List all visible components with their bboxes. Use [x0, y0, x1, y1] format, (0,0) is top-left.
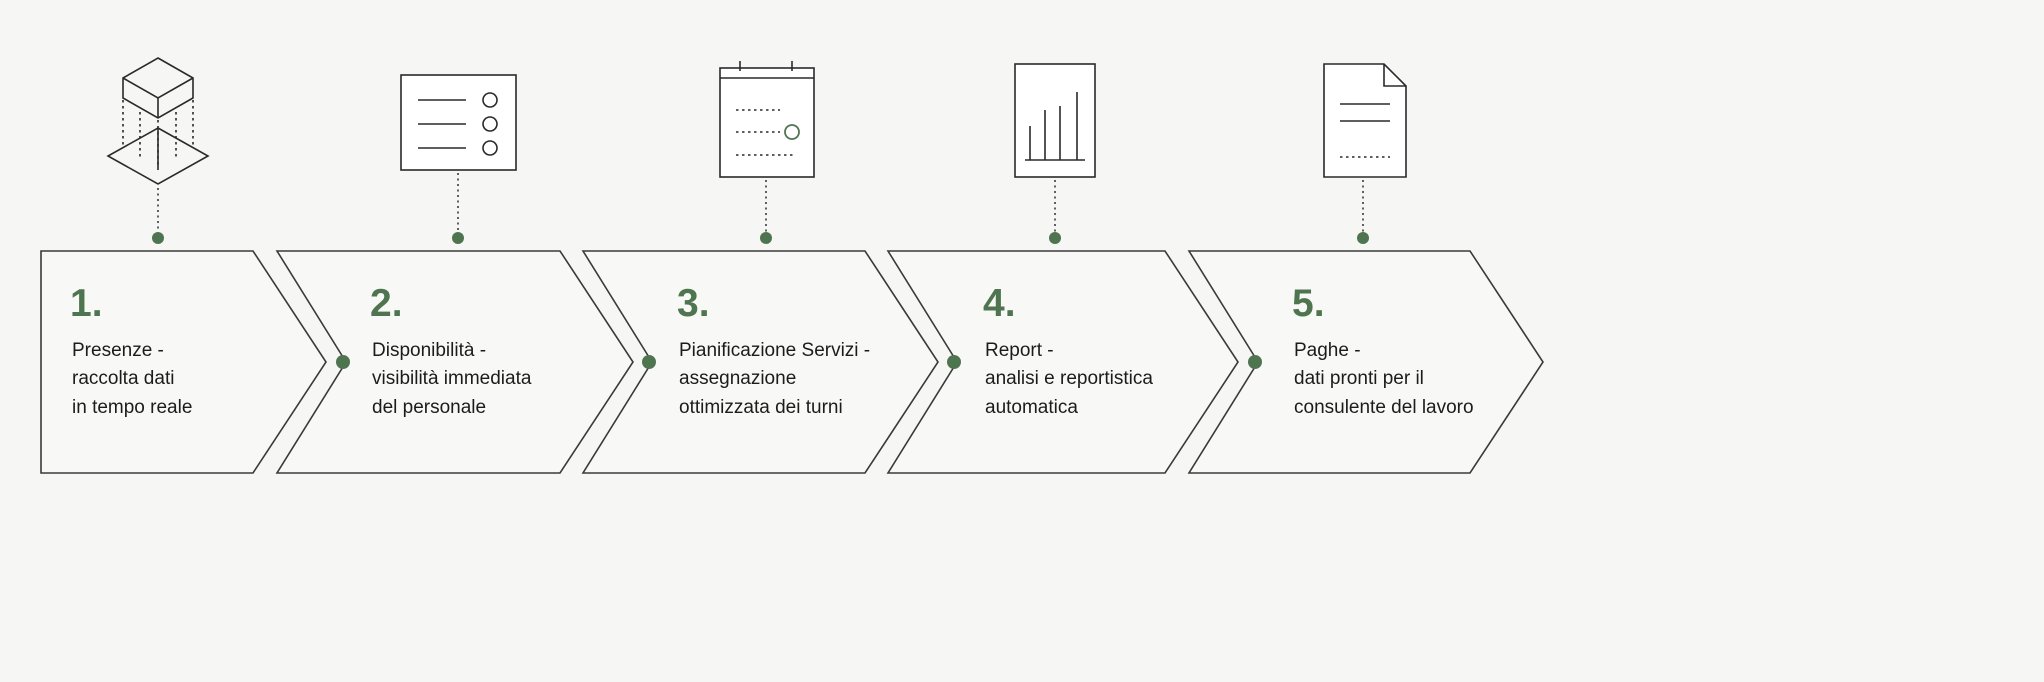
step-1: 1. Presenze - raccolta dati in tempo rea…: [70, 282, 192, 418]
step-number: 3.: [677, 282, 710, 325]
calendar-icon: [719, 61, 815, 178]
step-3: 3. Pianificazione Servizi - assegnazione…: [677, 282, 870, 418]
document-icon: [1323, 63, 1407, 178]
step-label-line: dati pronti per il: [1294, 368, 1424, 389]
step-label-line: Pianificazione Servizi -: [679, 340, 870, 361]
step-5: 5. Paghe - dati pronti per il consulente…: [1292, 282, 1474, 418]
icon-connectors: [152, 173, 1369, 244]
step-number: 5.: [1292, 282, 1325, 325]
step-label-line: ottimizzata dei turni: [679, 397, 843, 418]
step-label-line: assegnazione: [679, 368, 796, 389]
chevron-step-3: [581, 250, 939, 474]
checklist-panel-icon: [400, 74, 517, 171]
chevron-step-4: [886, 250, 1239, 474]
step-label-line: in tempo reale: [72, 397, 192, 418]
step-label-line: analisi e reportistica: [985, 368, 1153, 389]
step-number: 4.: [983, 282, 1016, 325]
isometric-data-capture-icon: [106, 57, 210, 185]
step-number: 1.: [70, 282, 103, 325]
chevron-step-2: [275, 250, 634, 474]
chevron-step-1: [40, 250, 327, 474]
step-4: 4. Report - analisi e reportistica autom…: [983, 282, 1153, 418]
process-diagram: 1. Presenze - raccolta dati in tempo rea…: [40, 57, 1544, 474]
step-label-line: automatica: [985, 397, 1078, 418]
chevron-row: [40, 250, 1544, 474]
step-label-line: Report -: [985, 340, 1054, 361]
step-label-line: del personale: [372, 397, 486, 418]
step-label-line: consulente del lavoro: [1294, 397, 1474, 418]
step-number: 2.: [370, 282, 403, 325]
step-2: 2. Disponibilità - visibilità immediata …: [370, 282, 532, 418]
step-label-line: Presenze -: [72, 340, 164, 361]
step-label-line: Disponibilità -: [372, 340, 486, 361]
step-label-line: raccolta dati: [72, 368, 174, 389]
bar-chart-report-icon: [1014, 63, 1096, 178]
chevron-step-5: [1187, 250, 1544, 474]
step-label-line: Paghe -: [1294, 340, 1361, 361]
step-label-line: visibilità immediata: [372, 368, 532, 389]
